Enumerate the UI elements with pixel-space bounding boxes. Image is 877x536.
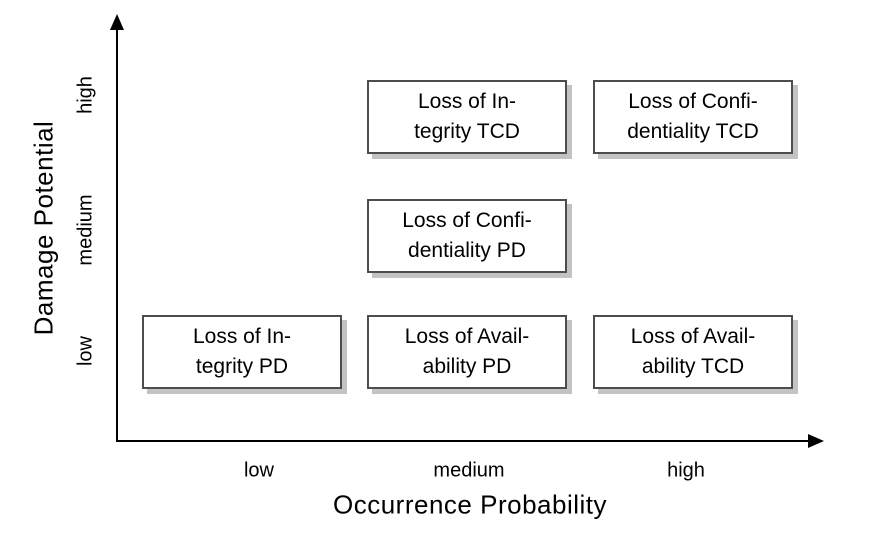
node-loss-of-confidentiality-pd: Loss of Confi- dentiality PD [367,199,567,273]
node-label-line: Loss of Confi- [402,209,532,232]
node-label-line: Loss of Avail- [630,325,756,348]
y-tick-high: high [74,76,97,114]
node-label-line: Loss of In- [192,325,292,348]
node-label-line: ability TCD [641,355,745,378]
y-axis-arrowhead-icon [110,14,124,30]
x-tick-medium: medium [433,459,505,482]
y-tick-low: low [74,335,97,367]
node-loss-of-availability-tcd: Loss of Avail- ability TCD [593,315,793,389]
node-label-line: dentiality TCD [627,120,759,143]
x-tick-low: low [243,459,275,482]
node-label-line: Loss of In- [417,90,517,113]
node-label-line: dentiality PD [408,239,526,262]
node-label-line: ability PD [422,355,512,378]
x-axis-line [116,440,812,442]
node-loss-of-confidentiality-tcd: Loss of Confi- dentiality TCD [593,80,793,154]
node-loss-of-availability-pd: Loss of Avail- ability PD [367,315,567,389]
node-loss-of-integrity-pd: Loss of In- tegrity PD [142,315,342,389]
node-label-line: tegrity TCD [414,120,520,143]
node-label-line: tegrity PD [195,355,289,378]
x-tick-high: high [667,459,705,482]
y-axis-line [116,24,118,442]
x-axis-title: Occurrence Probability [333,489,607,520]
y-axis-title: Damage Potential [28,120,59,336]
node-label-line: Loss of Confi- [628,90,758,113]
node-loss-of-integrity-tcd: Loss of In- tegrity TCD [367,80,567,154]
x-axis-arrowhead-icon [808,434,824,448]
y-tick-medium: medium [74,194,97,266]
node-label-line: Loss of Avail- [404,325,530,348]
